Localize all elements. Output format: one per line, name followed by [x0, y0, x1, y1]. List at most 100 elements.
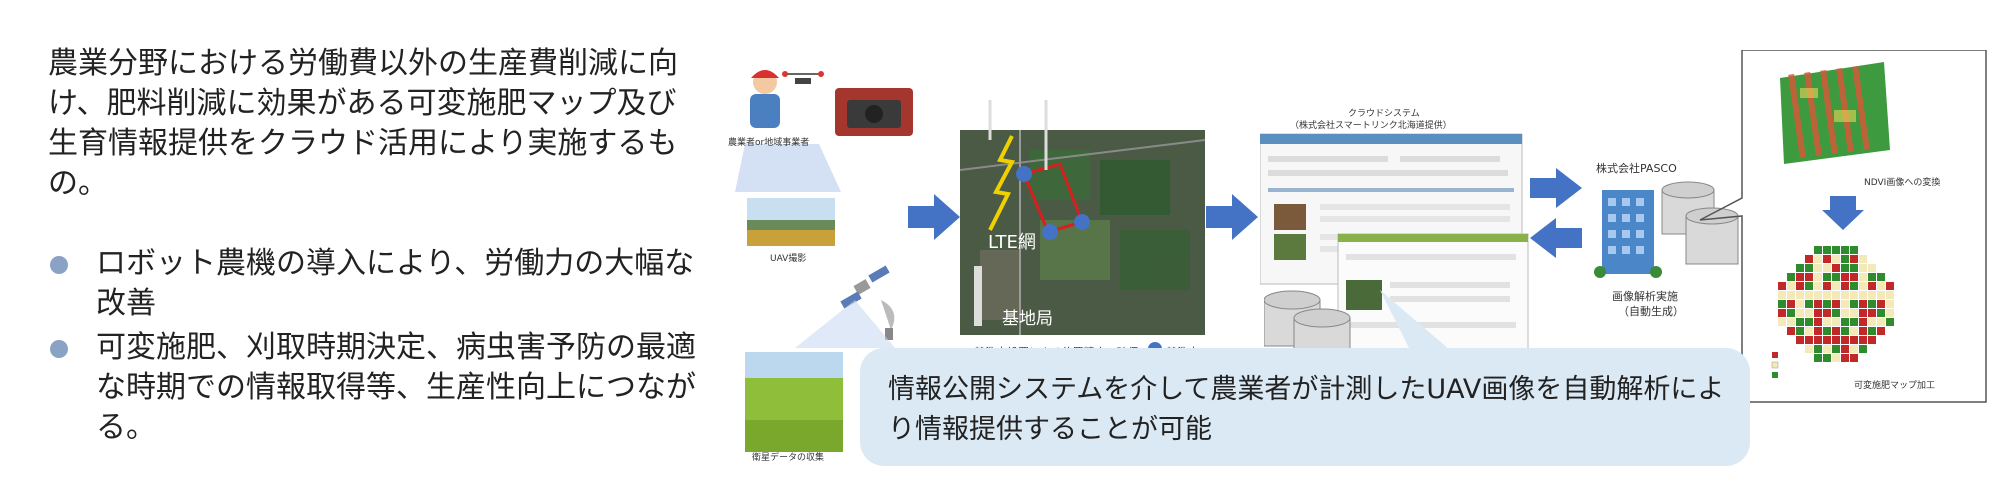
vrt-cell [1832, 300, 1840, 308]
flow-arrow-2 [1206, 194, 1258, 240]
vrt-cell [1868, 336, 1876, 344]
vrt-cell [1787, 273, 1795, 281]
vrt-cell [1877, 291, 1885, 299]
bullet-text: ロボット農機の導入により、労働力の大幅な改善 [96, 246, 695, 321]
vrt-cell [1805, 273, 1813, 281]
base-station-tower-icon [974, 266, 982, 326]
vrt-cell [1868, 291, 1876, 299]
vrt-cell [1787, 318, 1795, 326]
vrt-cell [1886, 291, 1894, 299]
vrt-cell [1814, 354, 1822, 362]
vrt-cell [1841, 291, 1849, 299]
vrt-cell [1823, 318, 1831, 326]
vrt-cell [1859, 327, 1867, 335]
vrt-cell [1796, 291, 1804, 299]
cloud-title: クラウドシステム [1348, 109, 1420, 119]
vrt-cell [1832, 327, 1840, 335]
vrt-cell [1832, 255, 1840, 263]
vrt-cell [1778, 300, 1786, 308]
vrt-cell [1841, 273, 1849, 281]
vrt-cell [1796, 264, 1804, 272]
vrt-cell [1778, 282, 1786, 290]
vrt-cell [1832, 291, 1840, 299]
vrt-cell [1850, 309, 1858, 317]
vrt-cell [1850, 291, 1858, 299]
bullet-text: 可変施肥、刈取時期決定、病虫害予防の最適な時期での情報取得等、生産性向上につなが… [96, 330, 696, 445]
vrt-cell [1850, 255, 1858, 263]
vrt-cell [1823, 273, 1831, 281]
vrt-cell [1850, 318, 1858, 326]
vrt-cell [1805, 345, 1813, 353]
base-station-label: 基地局 [1002, 309, 1053, 329]
vrt-cell [1796, 336, 1804, 344]
bullet-dot-icon [50, 256, 68, 274]
vrt-cell [1787, 291, 1795, 299]
speech-callout [860, 348, 1750, 466]
vrt-cell [1814, 345, 1822, 353]
vrt-cell [1814, 327, 1822, 335]
vrt-cell [1841, 318, 1849, 326]
pasco-company-label: 株式会社PASCO [1596, 162, 1677, 175]
cloud-system-screenshot [1260, 133, 1529, 355]
vrt-cell [1805, 318, 1813, 326]
vrt-cell [1814, 282, 1822, 290]
vrt-cell [1805, 309, 1813, 317]
vrt-cell [1886, 318, 1894, 326]
vrt-cell [1868, 318, 1876, 326]
vrt-cell [1778, 318, 1786, 326]
vrt-cell [1823, 336, 1831, 344]
farmer-icon [750, 70, 780, 128]
vrt-cell [1814, 246, 1822, 254]
analysis-sub-label: （自動生成） [1618, 305, 1684, 318]
vrt-cell [1805, 291, 1813, 299]
vrt-cell [1832, 264, 1840, 272]
uav-photo [747, 198, 835, 246]
vrt-cell [1823, 246, 1831, 254]
vrt-cell [1841, 309, 1849, 317]
vrt-cell [1796, 300, 1804, 308]
vrt-cell [1823, 327, 1831, 335]
vrt-cell [1814, 291, 1822, 299]
vrt-cell [1841, 264, 1849, 272]
vrt-cell [1814, 273, 1822, 281]
vrt-cell [1850, 327, 1858, 335]
vrt-label: 可変施肥マップ加工 [1854, 381, 1936, 391]
vrt-cell [1868, 282, 1876, 290]
vrt-cell [1850, 300, 1858, 308]
vrt-cell [1814, 264, 1822, 272]
uav-label: UAV撮影 [770, 254, 807, 264]
vrt-cell [1823, 282, 1831, 290]
vrt-cell [1832, 318, 1840, 326]
flow-arrow-from-pasco [1530, 218, 1582, 258]
vrt-cell [1877, 273, 1885, 281]
vrt-cell [1805, 327, 1813, 335]
vrt-cell [1832, 282, 1840, 290]
vrt-cell [1814, 300, 1822, 308]
vrt-cell [1841, 282, 1849, 290]
vrt-cell [1787, 282, 1795, 290]
vrt-cell [1796, 327, 1804, 335]
vrt-cell [1805, 255, 1813, 263]
field-map [960, 100, 1206, 335]
vrt-cell [1868, 327, 1876, 335]
vrt-cell [1832, 354, 1840, 362]
vrt-cell [1859, 291, 1867, 299]
vrt-cell [1859, 345, 1867, 353]
intro-text: 農業分野における労働費以外の生産費削減に向け、肥料削減に効果がある可変施肥マップ… [48, 46, 678, 201]
vrt-cell [1859, 273, 1867, 281]
vrt-cell [1841, 300, 1849, 308]
vrt-cell [1832, 273, 1840, 281]
camera-view-cone [735, 144, 841, 192]
vrt-cell [1868, 273, 1876, 281]
vrt-cell [1850, 336, 1858, 344]
vrt-cell [1796, 282, 1804, 290]
variable-rate-map [1778, 246, 1894, 362]
vrt-cell [1868, 264, 1876, 272]
speech-tail [1380, 290, 1450, 350]
vrt-cell [1814, 309, 1822, 317]
vrt-cell [1823, 345, 1831, 353]
vrt-cell [1877, 282, 1885, 290]
vrt-cell [1841, 255, 1849, 263]
vrt-cell [1823, 291, 1831, 299]
vrt-cell [1787, 309, 1795, 317]
